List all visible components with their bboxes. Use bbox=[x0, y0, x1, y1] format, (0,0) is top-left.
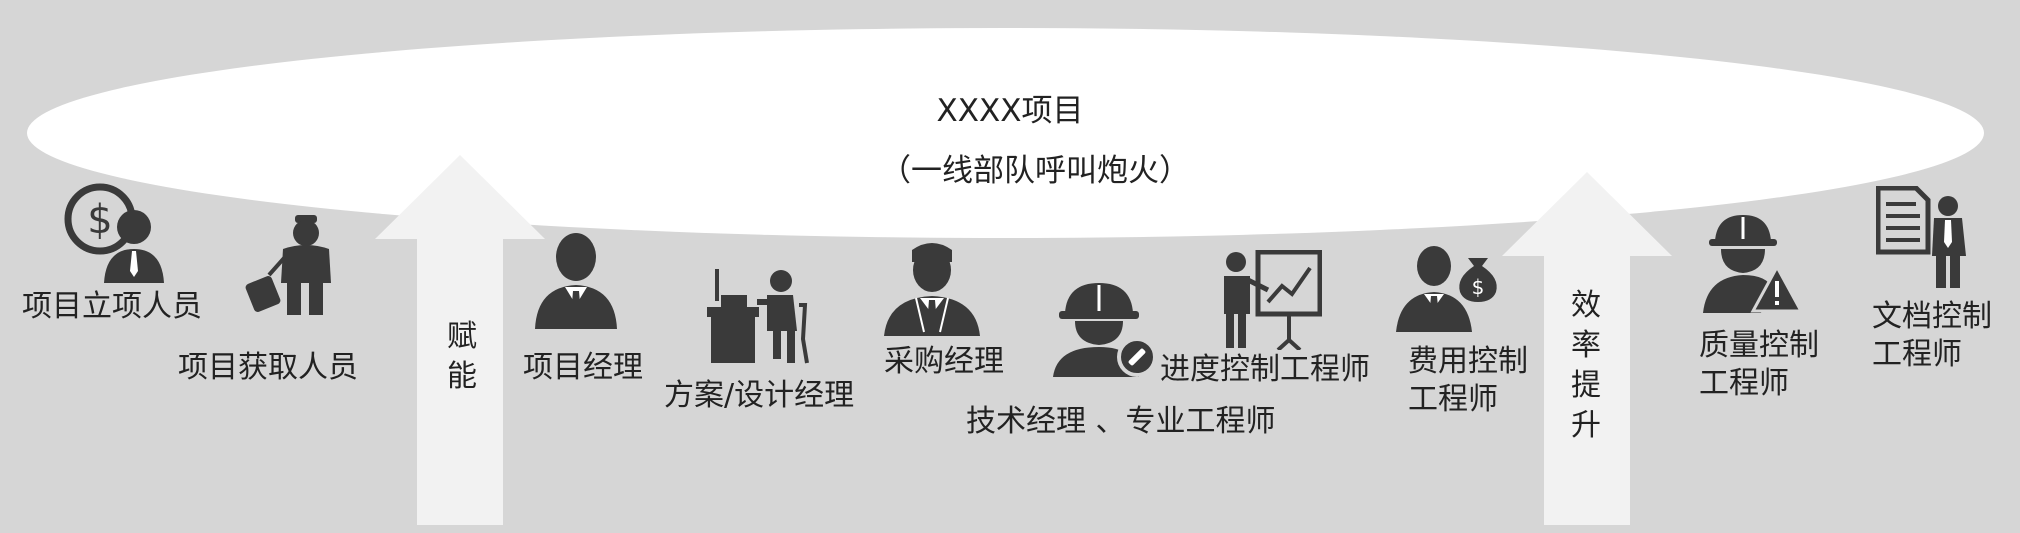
project-title: XXXX项目 bbox=[936, 93, 1084, 129]
role-label-design-manager: 方案/设计经理 bbox=[664, 378, 855, 413]
empower-label-char-2: 能 bbox=[447, 359, 477, 394]
project-subtitle: （一线部队呼叫炮火） bbox=[880, 153, 1190, 189]
role-label-project-manager: 项目经理 bbox=[523, 350, 643, 385]
efficiency-label-char-2: 率 bbox=[1571, 328, 1601, 363]
efficiency-arrow bbox=[1502, 172, 1672, 525]
person-at-desk-icon bbox=[707, 269, 813, 365]
role-label-document-engineer-line-1: 文档控制 bbox=[1872, 299, 1992, 334]
purchasing-manager-icon bbox=[882, 240, 982, 336]
role-label-document-engineer-line-2: 工程师 bbox=[1872, 337, 1962, 372]
efficiency-label-char-1: 效 bbox=[1571, 288, 1601, 323]
person-with-money-bag-icon: $ bbox=[1396, 244, 1500, 332]
empower-label-char-1: 赋 bbox=[447, 319, 477, 354]
traveler-with-luggage-icon bbox=[245, 213, 345, 315]
efficiency-label-char-3: 提 bbox=[1571, 368, 1601, 403]
role-label-project-acquisition: 项目获取人员 bbox=[178, 350, 358, 385]
project-ellipse bbox=[27, 28, 1984, 238]
worker-with-warning-icon bbox=[1703, 213, 1801, 313]
dollar-person-icon: $ bbox=[62, 183, 170, 283]
role-label-tech-manager: 技术经理 、专业工程师 bbox=[966, 404, 1276, 439]
presenter-with-chart-icon bbox=[1222, 250, 1322, 350]
svg-text:$: $ bbox=[1472, 275, 1485, 299]
engineer-with-wrench-icon bbox=[1053, 281, 1157, 377]
empower-arrow bbox=[375, 155, 545, 525]
role-label-cost-engineer-line-2: 工程师 bbox=[1408, 382, 1498, 417]
role-label-quality-engineer-line-2: 工程师 bbox=[1699, 366, 1789, 401]
role-label-cost-engineer-line-1: 费用控制 bbox=[1408, 344, 1528, 379]
person-with-document-icon bbox=[1876, 186, 1970, 288]
role-label-project-initiation: 项目立项人员 bbox=[22, 289, 202, 324]
efficiency-label-char-4: 升 bbox=[1571, 408, 1601, 443]
role-label-quality-engineer-line-1: 质量控制 bbox=[1699, 328, 1819, 363]
svg-text:$: $ bbox=[87, 197, 112, 243]
role-label-schedule-engineer: 进度控制工程师 bbox=[1160, 352, 1370, 387]
role-label-purchasing-manager: 采购经理 bbox=[884, 344, 1004, 379]
manager-in-suit-icon bbox=[533, 229, 619, 329]
